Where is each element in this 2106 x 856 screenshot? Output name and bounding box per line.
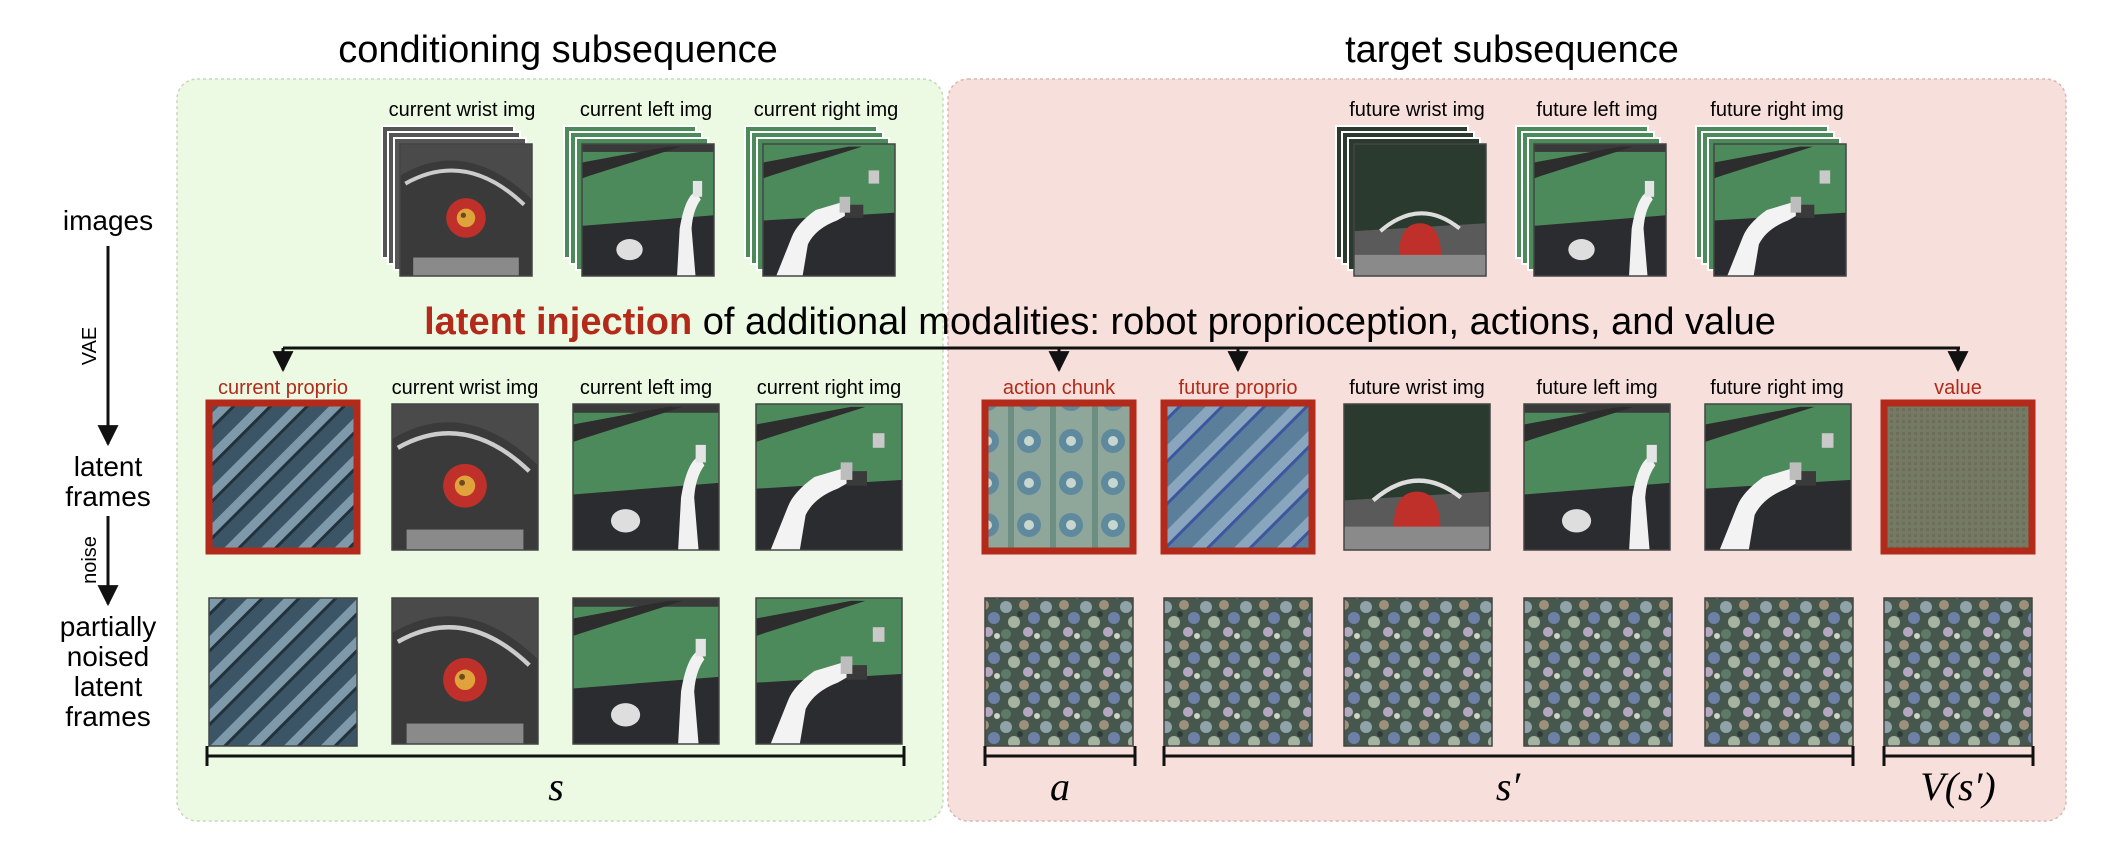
latent-current-wrist	[392, 404, 538, 550]
image-label-future-wrist: future wrist img	[1349, 99, 1485, 121]
latent-future-proprio	[1160, 399, 1316, 555]
noised-value	[1883, 597, 2033, 747]
latent-row-label-1: latent	[74, 451, 143, 482]
latent-label-current-wrist: current wrist img	[392, 377, 539, 399]
bracket-v-label: V(s′)	[1920, 764, 1995, 809]
noised-current-proprio	[208, 597, 358, 747]
stack-current-left	[563, 125, 715, 277]
conditioning-title: conditioning subsequence	[338, 29, 777, 71]
latent-label-current-left: current left img	[580, 377, 712, 399]
latent-injection-highlight: latent injection	[424, 301, 692, 343]
noised-action-chunk	[984, 597, 1134, 747]
bracket-s-prime	[1162, 746, 1855, 766]
bracket-a-label: a	[1050, 764, 1070, 809]
stack-current-right	[744, 125, 896, 277]
image-label-current-left: current left img	[580, 99, 712, 121]
partial-row-label-2: noised	[67, 641, 150, 672]
latent-label-future-right: future right img	[1710, 377, 1843, 399]
latent-future-wrist	[1344, 404, 1490, 550]
latent-action-chunk	[981, 399, 1137, 555]
bracket-s-prime-label: s′	[1496, 764, 1522, 809]
noised-current-right	[755, 597, 903, 745]
images-row-label: images	[63, 205, 153, 236]
noised-future-right	[1704, 597, 1854, 747]
latent-current-left	[572, 403, 720, 551]
image-label-current-wrist: current wrist img	[389, 99, 536, 121]
latent-label-future-proprio: future proprio	[1179, 377, 1298, 399]
latent-row-label-2: frames	[65, 481, 151, 512]
noised-future-wrist	[1343, 597, 1493, 747]
noised-current-left	[572, 597, 720, 745]
image-label-future-right: future right img	[1710, 99, 1843, 121]
bracket-a	[983, 746, 1137, 766]
image-label-future-left: future left img	[1536, 99, 1657, 121]
image-label-current-right: current right img	[754, 99, 899, 121]
latent-current-right	[755, 403, 903, 551]
latent-label-future-left: future left img	[1536, 377, 1657, 399]
latent-future-right	[1704, 403, 1852, 551]
bracket-s-label: s	[548, 764, 564, 809]
bracket-s	[205, 746, 906, 766]
stack-future-wrist	[1335, 125, 1488, 278]
latent-injection-caption: latent injection of additional modalitie…	[424, 301, 1776, 343]
stack-future-right	[1695, 125, 1847, 277]
noised-future-proprio	[1163, 597, 1313, 747]
partial-row-label-4: frames	[65, 701, 151, 732]
latent-label-action-chunk: action chunk	[1003, 377, 1116, 399]
partial-row-label-3: latent	[74, 671, 143, 702]
latent-injection-rest: of additional modalities: robot proprioc…	[692, 301, 1776, 343]
noise-label: noise	[79, 536, 101, 584]
latent-current-proprio	[205, 399, 361, 555]
latent-value	[1880, 399, 2036, 555]
stack-current-wrist	[381, 125, 534, 278]
partial-row-label-1: partially	[60, 611, 156, 642]
target-title: target subsequence	[1345, 29, 1679, 71]
latent-label-current-right: current right img	[757, 377, 902, 399]
latent-label-current-proprio: current proprio	[218, 377, 348, 399]
noised-current-wrist	[392, 598, 538, 744]
latent-label-future-wrist: future wrist img	[1349, 377, 1485, 399]
latent-future-left	[1523, 403, 1671, 551]
latent-label-value: value	[1934, 377, 1982, 399]
stack-future-left	[1515, 125, 1667, 277]
bracket-v	[1882, 746, 2035, 766]
noised-future-left	[1523, 597, 1673, 747]
vae-label: VAE	[79, 327, 101, 366]
injection-arrows	[272, 346, 1969, 373]
